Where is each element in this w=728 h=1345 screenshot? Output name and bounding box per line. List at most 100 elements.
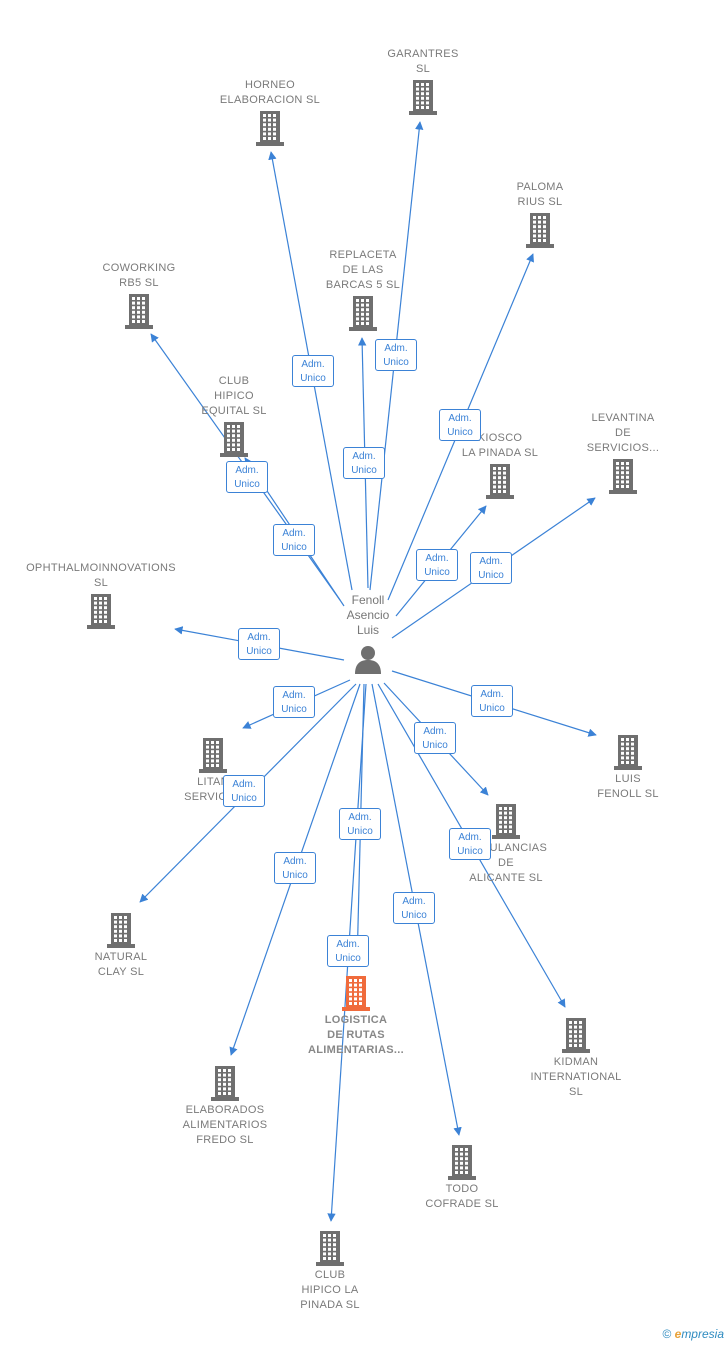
company-name: OPHTHALMOINNOVATIONS SL <box>26 562 176 589</box>
role-line-1: Adm. <box>282 528 306 539</box>
company-node-elaborados[interactable]: ELABORADOS ALIMENTARIOS FREDO SL <box>145 1063 305 1148</box>
building-icon <box>316 1231 344 1266</box>
company-name: HORNEO ELABORACION SL <box>219 79 321 106</box>
role-line-2: Unico <box>347 826 373 837</box>
company-name: CLUB HIPICO LA PINADA SL <box>300 1269 360 1311</box>
role-line-2: Unico <box>457 846 483 857</box>
role-badge-replaceta[interactable]: Adm. Unico <box>343 447 385 479</box>
company-name: ELABORADOS ALIMENTARIOS FREDO SL <box>182 1104 268 1146</box>
role-badge-naturalclay[interactable]: Adm. Unico <box>223 775 265 807</box>
building-icon <box>256 111 284 146</box>
company-node-naturalclay[interactable]: NATURAL CLAY SL <box>41 910 201 980</box>
role-badge-logistica[interactable]: Adm.Unico <box>339 808 381 840</box>
company-name: NATURAL CLAY SL <box>94 951 148 978</box>
person-node[interactable]: Fenoll Asencio Luis <box>328 593 408 674</box>
role-line-2: Unico <box>281 542 307 553</box>
role-line-2: Unico <box>282 870 308 881</box>
role-line-2: Unico <box>424 567 450 578</box>
role-line-2: Unico <box>281 704 307 715</box>
role-line-1: Adm. <box>232 779 256 790</box>
role-badge-levantina[interactable]: Adm.Unico <box>470 552 512 584</box>
role-badge-garantres[interactable]: Adm. Unico <box>375 339 417 371</box>
role-badge-kidman[interactable]: Adm. Unico <box>449 828 491 860</box>
building-icon <box>199 738 227 773</box>
building-icon <box>562 1018 590 1053</box>
building-icon <box>87 594 115 629</box>
brand-initial: e <box>674 1327 682 1341</box>
company-name: LITAN SERVICES <box>184 776 242 803</box>
role-line-2: Unico <box>383 357 409 368</box>
company-node-logistica[interactable]: LOGISTICA DE RUTAS ALIMENTARIAS... <box>276 973 436 1058</box>
role-line-1: Adm. <box>479 556 503 567</box>
role-line-1: Adm. <box>282 690 306 701</box>
role-badge-horneo[interactable]: Adm.Unico <box>292 355 334 387</box>
company-node-replaceta[interactable]: REPLACETA DE LAS BARCAS 5 SL <box>283 248 443 333</box>
brand-name: mpresia <box>681 1327 724 1341</box>
company-node-litan[interactable]: LITAN SERVICES <box>133 735 293 805</box>
building-icon <box>220 422 248 457</box>
role-line-1: Adm. <box>458 832 482 843</box>
role-line-2: Unico <box>231 793 257 804</box>
company-name: REPLACETA DE LAS BARCAS 5 SL <box>325 249 401 291</box>
company-node-clubhipico[interactable]: CLUB HIPICO EQUITAL SL <box>154 374 314 459</box>
company-name: LEVANTINA DE SERVICIOS... <box>586 412 660 454</box>
role-badge-litan[interactable]: Adm. Unico <box>273 686 315 718</box>
company-node-clubpinada[interactable]: CLUB HIPICO LA PINADA SL <box>250 1228 410 1313</box>
company-node-garantres[interactable]: GARANTRES SL <box>343 47 503 117</box>
company-name: LUIS FENOLL SL <box>597 773 659 800</box>
role-badge-clubhipico[interactable]: Adm. Unico <box>273 524 315 556</box>
building-icon <box>409 80 437 115</box>
building-icon <box>125 294 153 329</box>
role-badge-clubpinada[interactable]: Adm. Unico <box>327 935 369 967</box>
building-icon <box>107 913 135 948</box>
company-name: LOGISTICA DE RUTAS ALIMENTARIAS... <box>308 1014 404 1056</box>
person-name: Fenoll Asencio Luis <box>346 593 390 637</box>
role-line-2: Unico <box>234 479 260 490</box>
role-badge-luisfenoll[interactable]: Adm. Unico <box>471 685 513 717</box>
role-line-1: Adm. <box>336 939 360 950</box>
company-node-luisfenoll[interactable]: LUIS FENOLL SL <box>548 732 708 802</box>
company-node-coworking[interactable]: COWORKING RB5 SL <box>59 261 219 331</box>
company-node-kiosco[interactable]: KIOSCO LA PINADA SL <box>420 431 580 501</box>
role-line-1: Adm. <box>402 896 426 907</box>
role-line-1: Adm. <box>247 632 271 643</box>
building-icon <box>609 459 637 494</box>
company-name: PALOMA RIUS SL <box>516 181 564 208</box>
role-line-2: Unico <box>479 703 505 714</box>
company-name: COWORKING RB5 SL <box>102 262 176 289</box>
company-node-ophthalmo[interactable]: OPHTHALMOINNOVATIONS SL <box>21 561 181 631</box>
company-node-paloma[interactable]: PALOMA RIUS SL <box>460 180 620 250</box>
role-badge-kiosco[interactable]: Adm.Unico <box>416 549 458 581</box>
role-line-1: Adm. <box>352 451 376 462</box>
role-line-2: Unico <box>335 953 361 964</box>
role-line-1: Adm. <box>235 465 259 476</box>
company-name: CLUB HIPICO EQUITAL SL <box>201 375 267 417</box>
role-badge-todocofrade[interactable]: Adm.Unico <box>393 892 435 924</box>
building-icon <box>342 976 370 1011</box>
company-name: TODO COFRADE SL <box>425 1183 499 1210</box>
role-line-2: Unico <box>422 740 448 751</box>
role-line-2: Unico <box>300 373 326 384</box>
company-node-kidman[interactable]: KIDMAN INTERNATIONAL SL <box>496 1015 656 1100</box>
role-line-2: Unico <box>447 427 473 438</box>
footer-brand[interactable]: © empresia <box>662 1327 724 1341</box>
role-line-1: Adm. <box>480 689 504 700</box>
company-name: GARANTRES SL <box>387 48 459 75</box>
role-badge-coworking[interactable]: Adm. Unico <box>226 461 268 493</box>
role-line-2: Unico <box>351 465 377 476</box>
company-node-horneo[interactable]: HORNEO ELABORACION SL <box>190 78 350 148</box>
building-icon <box>349 296 377 331</box>
building-icon <box>526 213 554 248</box>
role-line-2: Unico <box>246 646 272 657</box>
building-icon <box>486 464 514 499</box>
role-badge-ambulancias[interactable]: Adm.Unico <box>414 722 456 754</box>
company-node-levantina[interactable]: LEVANTINA DE SERVICIOS... <box>543 411 703 496</box>
role-badge-ophthalmo[interactable]: Adm. Unico <box>238 628 280 660</box>
building-icon <box>614 735 642 770</box>
role-badge-paloma[interactable]: Adm.Unico <box>439 409 481 441</box>
company-node-todocofrade[interactable]: TODO COFRADE SL <box>382 1142 542 1212</box>
role-badge-elaborados[interactable]: Adm. Unico <box>274 852 316 884</box>
role-line-1: Adm. <box>283 856 307 867</box>
building-icon <box>448 1145 476 1180</box>
role-line-1: Adm. <box>384 343 408 354</box>
